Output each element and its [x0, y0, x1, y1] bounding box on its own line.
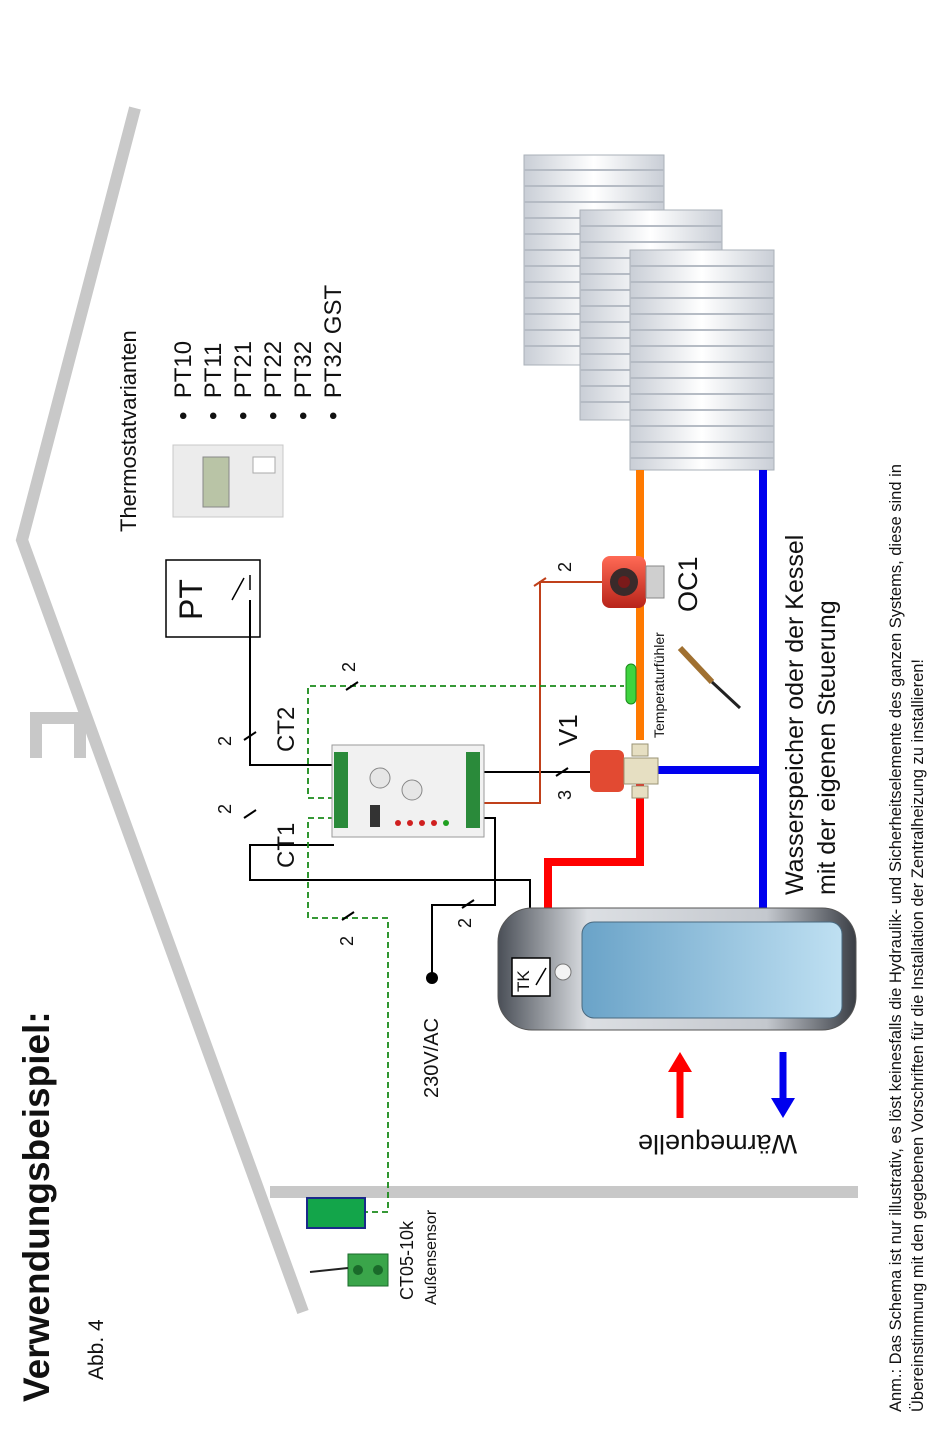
oc1-label: OC1: [673, 556, 703, 612]
thermostat-variant: • PT11: [200, 342, 227, 420]
outdoor-sensor-image: [309, 1253, 389, 1287]
pump-oc1: [602, 556, 665, 608]
wire-count-pt: 2: [215, 735, 235, 746]
thermostat-heading: Thermostatvarianten: [116, 330, 141, 532]
pt-label: PT: [173, 579, 209, 620]
thermostat-device: [172, 444, 284, 518]
page-title: Verwendungsbeispiel:: [16, 1011, 57, 1402]
thermostat-variant: • PT22: [260, 340, 287, 420]
radiator-front: [629, 249, 775, 471]
wire-count-power: 2: [455, 917, 475, 928]
heat-source-label: Wärmequelle: [638, 1129, 798, 1159]
footnote-line2: Übereinstimmung mit den gegebenen Vorsch…: [909, 658, 927, 1412]
pump-wire: [482, 581, 608, 804]
tk-box: [511, 957, 551, 997]
power-label: 230V/AC: [421, 1017, 443, 1098]
storage-label-line1: Wasserspeicher oder der Kessel: [781, 534, 809, 895]
tk-label: TK: [514, 970, 533, 992]
wire-count-ct1: 2: [215, 803, 235, 814]
v1-label: V1: [553, 714, 583, 746]
storage-tank: [497, 907, 857, 1031]
heat-source-arrows: [668, 1052, 795, 1118]
outdoor-sensor-label: Außensensor: [423, 1209, 440, 1305]
wire-count-sensor: 2: [339, 661, 359, 672]
wire-count-oc1: 2: [555, 561, 575, 572]
outdoor-sensor-box: [306, 1197, 366, 1229]
thermostat-variant: • PT32 GST: [320, 284, 347, 420]
pipe-temp-sensor: [625, 663, 637, 705]
pt-box: [165, 559, 261, 638]
outdoor-sensor-model: CT05-10k: [397, 1220, 417, 1300]
ct1-label: CT1: [273, 822, 300, 868]
wire-count-v1: 3: [555, 789, 575, 800]
wire-ticks: [243, 577, 569, 921]
controller-module: [331, 744, 485, 838]
power-terminal: [426, 972, 438, 984]
thermostat-variant: • PT10: [170, 340, 197, 420]
valve-v1: [590, 743, 659, 799]
thermostat-variant: • PT21: [230, 340, 257, 420]
house-outline: [15, 106, 858, 1315]
footnote-line1: Anm.: Das Schema ist nur illustrativ, es…: [887, 464, 905, 1412]
wire-count-outdoor: 2: [337, 935, 357, 946]
temp-probe-image: [677, 645, 742, 710]
wires: [249, 600, 595, 978]
sensor-wires: [307, 685, 624, 1213]
storage-label-line2: mit der eigenen Steuerung: [813, 600, 841, 895]
ct2-label: CT2: [273, 706, 300, 752]
temp-sensor-label: Temperaturfühler: [651, 632, 667, 738]
figure-label: Abb. 4: [85, 1319, 108, 1380]
thermostat-variant: • PT32: [290, 340, 317, 420]
